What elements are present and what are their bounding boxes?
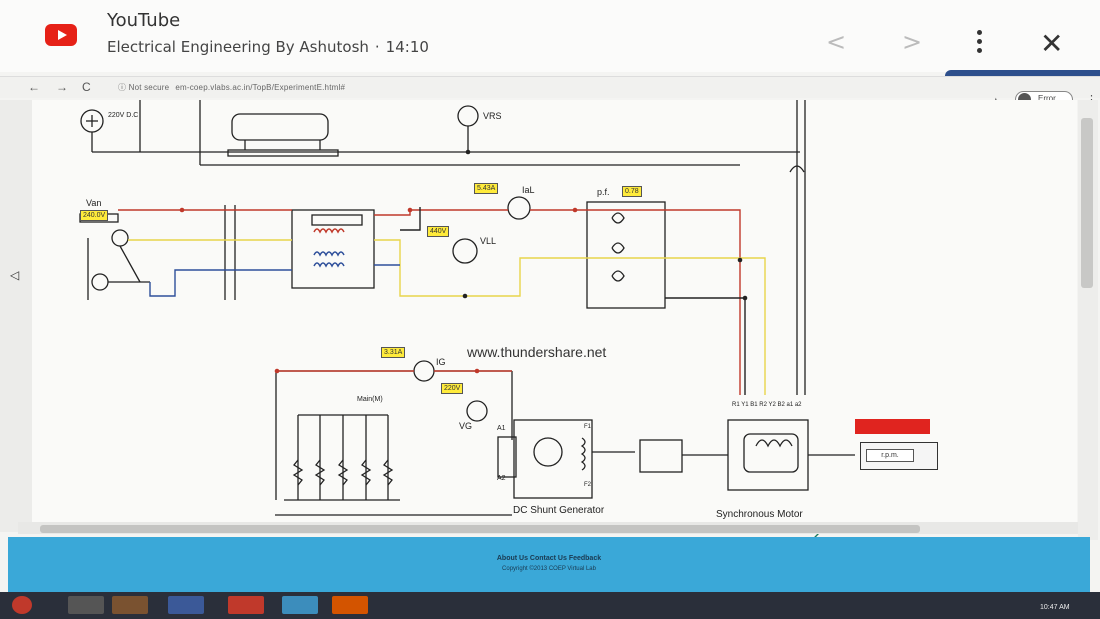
- previous-icon[interactable]: <: [826, 28, 847, 56]
- a1-label: A1: [497, 425, 506, 432]
- footer-links[interactable]: About Us Contact Us Feedback: [496, 555, 602, 562]
- taskbar-clock: 10:47 AM: [1040, 604, 1070, 611]
- f2-label: F2: [584, 482, 592, 488]
- vll-value: 440V: [427, 226, 450, 237]
- cylinder-machine: [231, 113, 329, 141]
- taskbar-app-5[interactable]: [282, 596, 318, 614]
- video-subtitle: Electrical Engineering By Ashutosh · 14:10: [107, 38, 429, 56]
- taskbar-app-1[interactable]: [68, 596, 104, 614]
- app-title: YouTube: [107, 10, 181, 31]
- vg-value: 220V: [441, 383, 464, 394]
- youtube-header: YouTube Electrical Engineering By Ashuto…: [0, 0, 1100, 72]
- channel-name[interactable]: Electrical Engineering By Ashutosh: [107, 38, 369, 56]
- taskbar-app-3[interactable]: [168, 596, 204, 614]
- sync-motor-label: Synchronous Motor: [716, 509, 803, 520]
- os-taskbar: [0, 592, 1100, 619]
- van-label: Van: [86, 198, 102, 208]
- vg-label: VG: [459, 421, 473, 431]
- ial-value: 5.43A: [474, 183, 499, 194]
- terminal-labels: R1 Y1 B1 R2 Y2 B2 a1 a2: [732, 402, 802, 408]
- taskbar-app-2[interactable]: [112, 596, 148, 614]
- footer-copyright: Copyright ©2013 COEP Virtual Lab: [502, 566, 596, 572]
- start-button[interactable]: [12, 596, 32, 614]
- browser-toolbar: ← → C ⓘ Not secure em-coep.vlabs.ac.in/To…: [0, 76, 1100, 98]
- vll-label: VLL: [480, 236, 497, 246]
- youtube-logo-icon[interactable]: [45, 24, 77, 46]
- address-bar[interactable]: ⓘ Not secure em-coep.vlabs.ac.in/TopB/Exp…: [118, 82, 345, 93]
- subtitle-separator: ·: [374, 38, 380, 56]
- supply-label: 220V D.C: [108, 112, 139, 119]
- mains-label: Main(M): [357, 396, 383, 403]
- van-value: 240.0V: [80, 210, 109, 221]
- browser-tab-strip: [945, 70, 1100, 80]
- ig-label: IG: [436, 357, 446, 367]
- left-panel-edge: [0, 100, 32, 532]
- vrs-label: VRS: [483, 111, 502, 121]
- speed-display-bar: [855, 419, 930, 434]
- profile-label: Error: [1038, 94, 1056, 103]
- taskbar-app-6[interactable]: [332, 596, 368, 614]
- close-button[interactable]: ✕: [1040, 27, 1064, 60]
- forward-icon[interactable]: →: [56, 80, 68, 94]
- collapse-left-icon[interactable]: ◁: [10, 268, 20, 282]
- ig-value: 3.31A: [381, 347, 406, 358]
- next-icon[interactable]: >: [902, 28, 923, 56]
- rpm-readout: r.p.m.: [866, 449, 914, 462]
- watermark-text: www.thundershare.net: [467, 344, 607, 360]
- f1-label: F1: [584, 424, 592, 430]
- vertical-scroll-thumb[interactable]: [1081, 118, 1093, 288]
- site-footer: About Us Contact Us Feedback Copyright ©…: [8, 537, 1090, 592]
- pf-value: 0.78: [622, 186, 642, 197]
- more-options-icon[interactable]: [976, 30, 984, 56]
- pf-label: p.f.: [597, 187, 610, 197]
- url-text: em-coep.vlabs.ac.in/TopB/ExperimentE.htm…: [175, 83, 346, 92]
- dc-generator-label: DC Shunt Generator: [513, 505, 605, 516]
- back-icon[interactable]: ←: [28, 80, 40, 94]
- security-indicator[interactable]: ⓘ Not secure: [118, 83, 170, 92]
- taskbar-app-4[interactable]: [228, 596, 264, 614]
- ial-label: IaL: [522, 185, 535, 195]
- horizontal-scroll-thumb[interactable]: [40, 525, 920, 533]
- video-duration: 14:10: [385, 38, 429, 56]
- a2-label: A2: [497, 475, 506, 482]
- reload-icon[interactable]: C: [82, 80, 91, 94]
